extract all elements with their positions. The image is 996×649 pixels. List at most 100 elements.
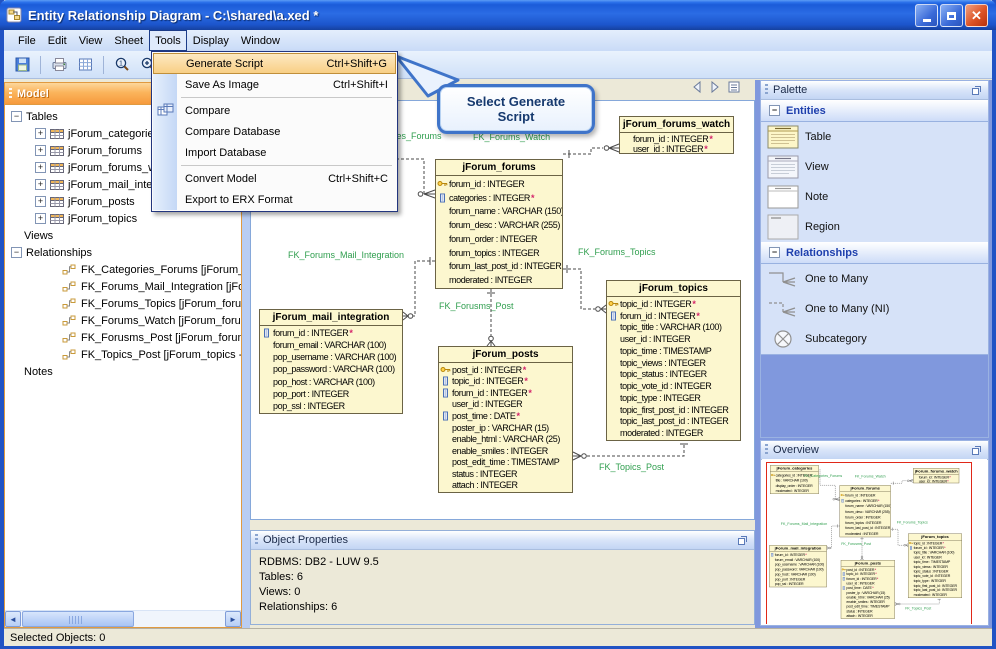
er-field-topic-id: topic_id : INTEGER* [607,298,740,310]
property-line: Relationships: 6 [259,601,338,613]
er-table-title: jForum_posts [439,347,572,363]
er-field-forum-id: forum_id : INTEGER* [607,310,740,322]
palette-item-view[interactable]: View [761,152,988,182]
palette-section-relationships[interactable]: −Relationships [761,242,988,264]
scroll-left-arrow[interactable]: ◄ [5,611,21,627]
panel-splitter[interactable] [242,80,250,628]
minimize-button[interactable] [915,4,938,27]
tree-item-fk-forusms-post-jforum-forums[interactable]: FK_Forusms_Post [jForum_forums [5,329,241,346]
palette-item-region[interactable]: Region [761,212,988,242]
tree-item-fk-categories-forums-jforum-ca[interactable]: FK_Categories_Forums [jForum_ca [5,261,241,278]
print-button[interactable] [47,54,71,76]
menu-item-sheet[interactable]: Sheet [114,34,144,47]
palette-item-one-to-many-ni[interactable]: One to Many (NI) [761,294,988,324]
tree-item-fk-topics-post-jforum-topics-jf[interactable]: FK_Topics_Post [jForum_topics - jF [5,346,241,363]
not-null-star: * [704,144,708,154]
model-horizontal-scrollbar[interactable]: ◄ ► [5,610,241,627]
expand-icon[interactable]: + [35,162,46,173]
scroll-right-arrow[interactable]: ► [225,611,241,627]
expand-icon[interactable]: + [35,128,46,139]
relationship-label: FK_Forums_Mail_Integration [288,250,405,260]
collapse-icon[interactable]: − [769,247,780,258]
collapse-icon[interactable]: − [11,111,22,122]
menu-option-export-to-erx-format[interactable]: Export to ERX Format [185,193,293,206]
sheet-list-icon[interactable] [727,80,741,99]
palette-item-note[interactable]: Note [761,182,988,212]
object-properties-header[interactable]: Object Properties [251,531,754,550]
menu-item-tools[interactable]: Tools [149,30,187,51]
palette-section-entities[interactable]: −Entities [761,100,988,122]
prev-sheet-icon[interactable] [691,80,703,99]
model-tree: −Tables+jForum_categories+jForum_forums+… [5,104,241,611]
palette-item-one-to-many[interactable]: One to Many [761,264,988,294]
tree-item-jforum-topics[interactable]: +jForum_topics [5,210,241,227]
svg-text:1: 1 [119,61,123,68]
close-button[interactable]: ✕ [965,4,988,27]
tree-item-fk-forums-watch-jforum-forums[interactable]: FK_Forums_Watch [jForum_forums [5,312,241,329]
tree-item-jforum-forums[interactable]: +jForum_forums [5,142,241,159]
expand-icon[interactable]: + [35,196,46,207]
collapse-icon[interactable]: − [769,105,780,116]
expand-icon[interactable]: + [35,145,46,156]
expand-icon[interactable]: + [35,179,46,190]
tree-item-fk-forums-topics-jforum-forums[interactable]: FK_Forums_Topics [jForum_forums [5,295,241,312]
float-panel-icon[interactable] [737,535,748,546]
menu-item-view[interactable]: View [78,34,103,47]
collapse-icon[interactable]: − [11,247,22,258]
maximize-button[interactable] [940,4,963,27]
table-icon [50,128,64,140]
menu-option-compare-database[interactable]: Compare Database [185,125,281,138]
scroll-thumb[interactable] [22,611,134,627]
zoom-in-button[interactable] [136,54,160,76]
float-panel-icon[interactable] [971,445,982,456]
tree-item-fk-forums-mail-integration-jforu[interactable]: FK_Forums_Mail_Integration [jForu [5,278,241,295]
overview-header[interactable]: Overview [761,441,988,460]
save-button[interactable] [10,54,34,76]
er-field-moderated: moderated : INTEGER [845,531,879,536]
tree-item-jforum-posts[interactable]: +jForum_posts [5,193,241,210]
menu-option-import-database[interactable]: Import Database [185,146,267,159]
zoom-actual-button[interactable]: 1 [110,54,134,76]
menu-item-file[interactable]: File [18,34,36,47]
tree-item-jforum-categories[interactable]: +jForum_categories [5,125,241,142]
er-field-topic-status: topic_status : INTEGER [620,369,707,380]
palette-item-table[interactable]: Table [761,122,988,152]
tree-item-tables[interactable]: −Tables [5,108,241,125]
menu-option-compare[interactable]: Compare [153,100,396,121]
grid-button[interactable] [73,54,97,76]
palette-item-subcategory[interactable]: Subcategory [761,324,988,354]
menu-icon-strip [153,53,177,210]
tree-item-views[interactable]: Views [5,227,241,244]
palette-header[interactable]: Palette [761,81,988,100]
title-bar[interactable]: Entity Relationship Diagram - C:\shared\… [0,0,996,30]
table-thumb-icon [761,125,805,149]
float-panel-icon[interactable] [971,85,982,96]
tree-item-notes[interactable]: Notes [5,363,241,380]
menu-item-window[interactable]: Window [240,34,280,47]
menu-item-edit[interactable]: Edit [47,34,67,47]
tree-item-relationships[interactable]: −Relationships [5,244,241,261]
expand-icon[interactable]: + [35,213,46,224]
tree-item-jforum-forums-watch[interactable]: +jForum_forums_watch [5,159,241,176]
window-border-right [992,0,996,649]
next-sheet-icon[interactable] [709,80,721,99]
er-field-user-id: user_id : INTEGER* [918,479,949,484]
menu-item-display[interactable]: Display [192,34,229,47]
